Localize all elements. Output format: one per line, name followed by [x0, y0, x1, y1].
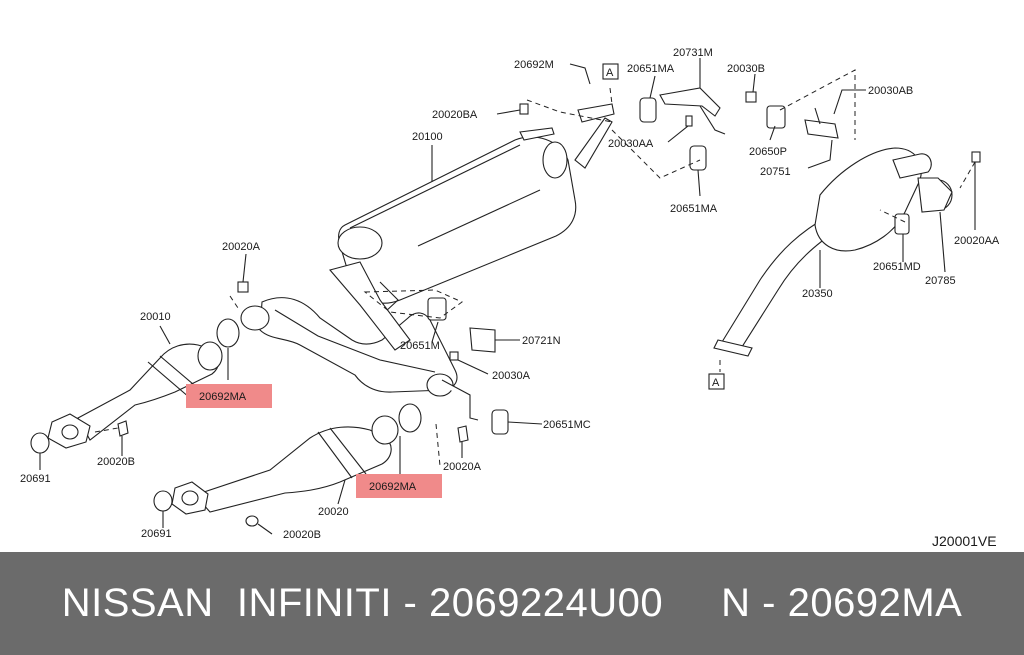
leader-lines — [39, 58, 976, 535]
callout-20651ma-mid: 20651MA — [670, 203, 718, 215]
callout-20651m: 20651M — [400, 340, 440, 352]
callout-20100: 20100 — [412, 131, 443, 143]
callout-20721n: 20721N — [522, 335, 561, 347]
callout-20010: 20010 — [140, 311, 171, 323]
callout-20651mc: 20651MC — [543, 419, 591, 431]
callout-20030b: 20030B — [727, 63, 765, 75]
callout-20030aa: 20030AA — [608, 138, 654, 150]
footer-bar — [0, 552, 1024, 655]
guide-lines — [229, 69, 976, 467]
highlight-20692ma-upper — [186, 384, 272, 408]
front-catalyst-lower — [153, 403, 469, 527]
front-y-pipe — [240, 261, 479, 421]
callout-20030a: 20030A — [492, 370, 531, 382]
callout-20020a-upper: 20020A — [222, 241, 261, 253]
ref-a-top: A — [606, 67, 614, 79]
callout-20020a-lower: 20020A — [443, 461, 482, 473]
ref-a-bottom: A — [712, 377, 720, 389]
callout-20350: 20350 — [802, 288, 833, 300]
callout-20691-lower: 20691 — [141, 528, 172, 540]
callout-20020b-upper: 20020B — [97, 456, 135, 468]
callout-20785: 20785 — [925, 275, 956, 287]
callout-20692ma-lower: 20692MA — [369, 481, 417, 493]
callout-20650p: 20650P — [749, 146, 787, 158]
callout-labels: 20692M 20731M 20651MA 20030B 20030AB 200… — [20, 47, 1000, 541]
callout-20651ma-top: 20651MA — [627, 63, 675, 75]
callout-20692ma-upper: 20692MA — [199, 391, 247, 403]
callout-20020: 20020 — [318, 506, 349, 518]
diagram-code: J20001VE — [932, 533, 997, 549]
footer-part-number: NISSAN INFINITI - 2069224U00 N - 20692MA — [61, 581, 963, 625]
callout-20751: 20751 — [760, 166, 791, 178]
exhaust-parts-diagram: A A 20692M 20731M 20651MA 20030B 20030AB… — [20, 47, 1000, 549]
callout-20692m: 20692M — [514, 59, 554, 71]
center-muffler — [337, 103, 615, 313]
highlight-20692ma-lower — [356, 474, 442, 498]
rear-tail-pipe — [713, 147, 953, 357]
callout-20691-upper: 20691 — [20, 473, 51, 485]
callout-20651md: 20651MD — [873, 261, 921, 273]
callout-20020b-lower: 20020B — [283, 529, 321, 541]
callout-20020ba: 20020BA — [432, 109, 478, 121]
reference-markers: A A — [602, 63, 725, 390]
callout-20020aa: 20020AA — [954, 235, 1000, 247]
hangers-brackets — [237, 87, 981, 435]
front-catalyst-upper — [30, 318, 240, 454]
callout-20731m: 20731M — [673, 47, 713, 59]
callout-20030ab: 20030AB — [868, 85, 913, 97]
